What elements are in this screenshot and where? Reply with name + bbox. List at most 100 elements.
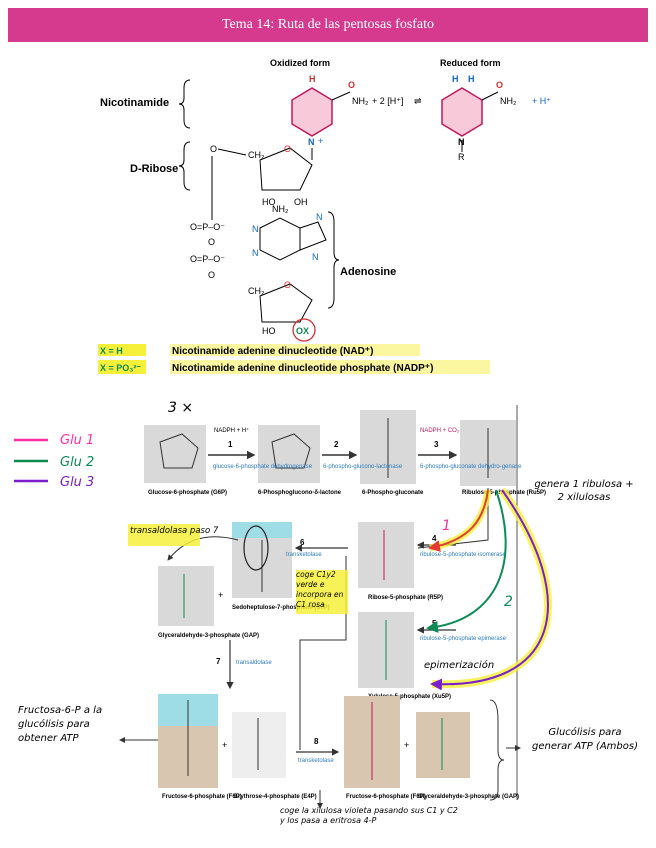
glu3-arrow <box>430 489 549 691</box>
enzyme-6pgd: 6-phospho-gluconate dehydro-genase <box>420 464 522 470</box>
r5p-label: Ribose-5-phosphate (R5P) <box>368 595 443 601</box>
svg-text:2: 2 <box>334 440 339 449</box>
reduced-form-label: Reduced form <box>440 58 501 68</box>
svg-text:OX: OX <box>296 326 309 336</box>
legend-glu2: Glu 2 <box>60 455 94 470</box>
svg-text:N: N <box>312 252 319 262</box>
gap-box-right <box>416 712 470 778</box>
glucose-legend: Glu 1 Glu 2 Glu 3 <box>14 433 94 490</box>
svg-text:O: O <box>496 80 503 90</box>
svg-text:O: O <box>208 237 215 247</box>
svg-text:6: 6 <box>300 538 305 547</box>
g6p-label: Glucose-6-phosphate (G6P) <box>148 490 227 496</box>
pentose-phosphate-pathway: 3 × Glucose-6-phosphate (G6P) 6-Phosphog… <box>144 400 546 800</box>
glu2-arrow <box>426 489 507 633</box>
svg-text:O: O <box>348 80 355 90</box>
xh-highlight <box>98 344 146 356</box>
enzyme-transketolase-6: transketolase <box>286 552 322 558</box>
enzyme-transaldolase: transaldolase <box>236 660 272 666</box>
nh2-oxidized: NH₂ <box>352 96 369 106</box>
nadp-cofactor: NADPH + H⁺ <box>214 427 249 434</box>
plus-2h: + 2 [H⁺] <box>372 96 404 106</box>
page-title: Tema 14: Ruta de las pentosas fosfato <box>221 17 435 32</box>
handwritten-notes: transaldolasa paso 7 coge C1y2 verde e i… <box>18 479 638 825</box>
ribose-ring-1 <box>259 147 313 191</box>
svg-text:HO: HO <box>262 326 276 336</box>
legend-glu3: Glu 3 <box>60 475 94 490</box>
oxidized-form-label: Oxidized form <box>270 58 330 68</box>
svg-text:H: H <box>452 74 459 84</box>
note-coge: coge C1y2 verde e incorpora en C1 rosa <box>296 570 344 609</box>
f6p-label-right: Fructose-6-phosphate (F6P) <box>346 794 426 800</box>
svg-text:O=P–O⁻: O=P–O⁻ <box>190 254 225 264</box>
nh2-reduced: NH₂ <box>500 96 517 106</box>
svg-text:⇌: ⇌ <box>414 96 422 106</box>
svg-text:+: + <box>222 740 227 750</box>
svg-text:CH₂: CH₂ <box>248 150 265 160</box>
svg-text:O: O <box>210 144 217 154</box>
svg-text:O=P–O⁻: O=P–O⁻ <box>190 222 225 232</box>
gap-label-left: Glyceraldehyde-3-phosphate (GAP) <box>158 633 259 639</box>
svg-text:OH: OH <box>294 197 308 207</box>
ribose-ring-2 <box>259 283 313 323</box>
s7p-circled-carbons <box>243 525 269 571</box>
x-h-label: X = H <box>100 346 123 356</box>
f6p-label-left: Fructose-6-phosphate (F6P) <box>162 794 242 800</box>
note-epimerizacion: epimerización <box>424 659 494 671</box>
adenosine-label: Adenosine <box>340 266 396 278</box>
note-transaldolasa: transaldolasa paso 7 <box>130 526 219 536</box>
enzyme-epimerase: ribulose-5-phosphate epimerase <box>420 636 507 642</box>
enzyme-g6pd: glucose-6-phosphate dehydrogenase <box>213 464 313 470</box>
note-glucolisis: Glucólisis para generar ATP (Ambos) <box>531 727 638 752</box>
pyridinium-ring <box>291 87 333 137</box>
adenine-ring <box>259 217 301 261</box>
nad-structure: Oxidized form Reduced form Nicotinamide … <box>98 58 551 374</box>
svg-text:8: 8 <box>314 737 319 746</box>
dihydropyridine-ring <box>441 87 483 137</box>
nicotinamide-label: Nicotinamide <box>100 97 169 109</box>
enzyme-isomerase: ribulose-5-phosphate isomerase <box>420 552 506 558</box>
svg-text:2: 2 <box>504 594 513 610</box>
svg-text:N: N <box>308 137 315 147</box>
nad-name: Nicotinamide adenine dinucleotide (NAD⁺) <box>172 346 373 357</box>
xpo3-highlight <box>98 360 146 374</box>
adenosine-brace <box>327 211 340 309</box>
x-po3-label: X = PO₃²⁻ <box>100 363 141 373</box>
x-position-circle <box>292 318 316 342</box>
pg6-label: 6-Phospho-gluconate <box>362 490 424 496</box>
svg-text:1: 1 <box>228 440 233 449</box>
glucose-trace-arrows: 1 2 <box>119 487 552 809</box>
svg-text:O: O <box>284 280 291 290</box>
pgl-box <box>258 425 320 483</box>
ribose-label: D-Ribose <box>130 163 178 175</box>
svg-text:NH₂: NH₂ <box>272 204 289 214</box>
note-genera: genera 1 ribulosa + 2 xilulosas <box>534 479 634 503</box>
ribose-brace <box>178 141 191 191</box>
gap-label-right: Glyceraldehyde-3-phosphate (GAP) <box>418 794 519 800</box>
svg-text:1: 1 <box>442 518 451 534</box>
svg-text:N: N <box>316 212 323 222</box>
svg-text:CH₂: CH₂ <box>248 286 265 296</box>
svg-text:O: O <box>208 270 215 280</box>
page-title-bar: Tema 14: Ruta de las pentosas fosfato <box>8 8 648 42</box>
svg-text:+: + <box>318 136 323 146</box>
svg-text:N: N <box>252 248 259 258</box>
svg-text:R: R <box>458 152 465 162</box>
xu5p-label: Xylulose-5-phosphate (Xu5P) <box>368 694 451 700</box>
svg-text:H: H <box>309 74 316 84</box>
nadp-name: Nicotinamide adenine dinucleotide phosph… <box>172 363 433 374</box>
enzyme-transketolase-8: transketolase <box>298 758 334 764</box>
svg-text:O: O <box>284 144 291 154</box>
svg-text:3: 3 <box>434 440 439 449</box>
svg-text:4: 4 <box>432 534 437 543</box>
pgl-label: 6-Phosphoglucono-δ-lactone <box>258 490 342 496</box>
note-fructosa: Fructosa-6-P a la glucólisis para obtene… <box>18 705 103 744</box>
svg-text:N: N <box>252 224 259 234</box>
enzyme-lactonase: 6-phospho-glucono-lactonase <box>323 464 403 470</box>
g6p-box <box>144 425 206 483</box>
svg-text:7: 7 <box>216 657 221 666</box>
glu1-arrow <box>428 489 489 552</box>
svg-text:+: + <box>218 590 223 600</box>
nicotinamide-brace <box>178 79 191 129</box>
